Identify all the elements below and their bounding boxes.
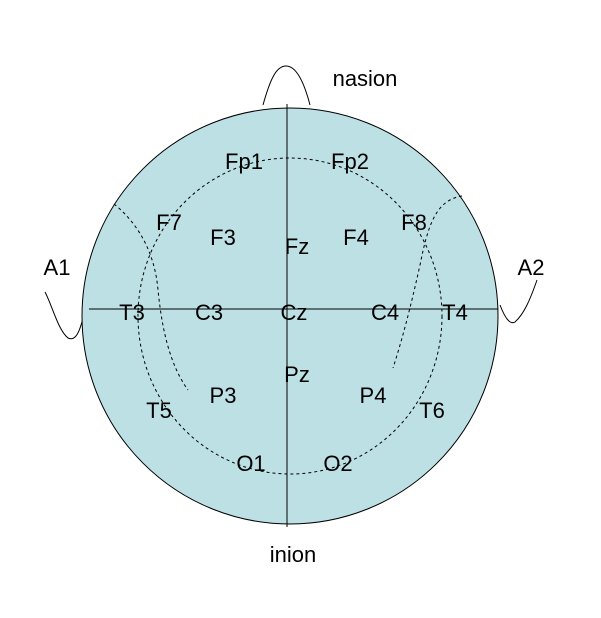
head-circle <box>81 107 499 525</box>
label-a2: A2 <box>518 255 545 280</box>
electrode-t4: T4 <box>442 300 468 325</box>
electrode-c3: C3 <box>195 300 223 325</box>
electrode-t6: T6 <box>419 398 445 423</box>
electrode-fp1: Fp1 <box>225 149 263 174</box>
nose-outline <box>262 65 311 106</box>
electrode-f8: F8 <box>401 210 427 235</box>
electrode-p4: P4 <box>360 383 387 408</box>
label-a1: A1 <box>44 255 71 280</box>
electrode-pz: Pz <box>284 362 310 387</box>
electrode-cz: Cz <box>281 300 308 325</box>
electrode-c4: C4 <box>371 300 399 325</box>
electrode-fz: Fz <box>285 234 309 259</box>
label-inion: inion <box>270 542 316 567</box>
left-temporal-dashed-arc <box>113 203 189 391</box>
electrode-o1: O1 <box>236 451 265 476</box>
label-nasion: nasion <box>333 66 398 91</box>
electrode-f4: F4 <box>343 225 369 250</box>
electrode-f3: F3 <box>210 225 236 250</box>
left-ear-outline <box>44 291 84 340</box>
electrode-o2: O2 <box>323 451 352 476</box>
right-ear-outline <box>499 279 538 324</box>
electrode-t5: T5 <box>146 398 172 423</box>
electrode-t3: T3 <box>119 300 145 325</box>
electrode-fp2: Fp2 <box>331 149 369 174</box>
right-temporal-dashed-arc <box>392 195 463 369</box>
electrode-f7: F7 <box>156 210 182 235</box>
inner-dashed-ellipse <box>137 157 443 475</box>
electrode-p3: P3 <box>210 383 237 408</box>
